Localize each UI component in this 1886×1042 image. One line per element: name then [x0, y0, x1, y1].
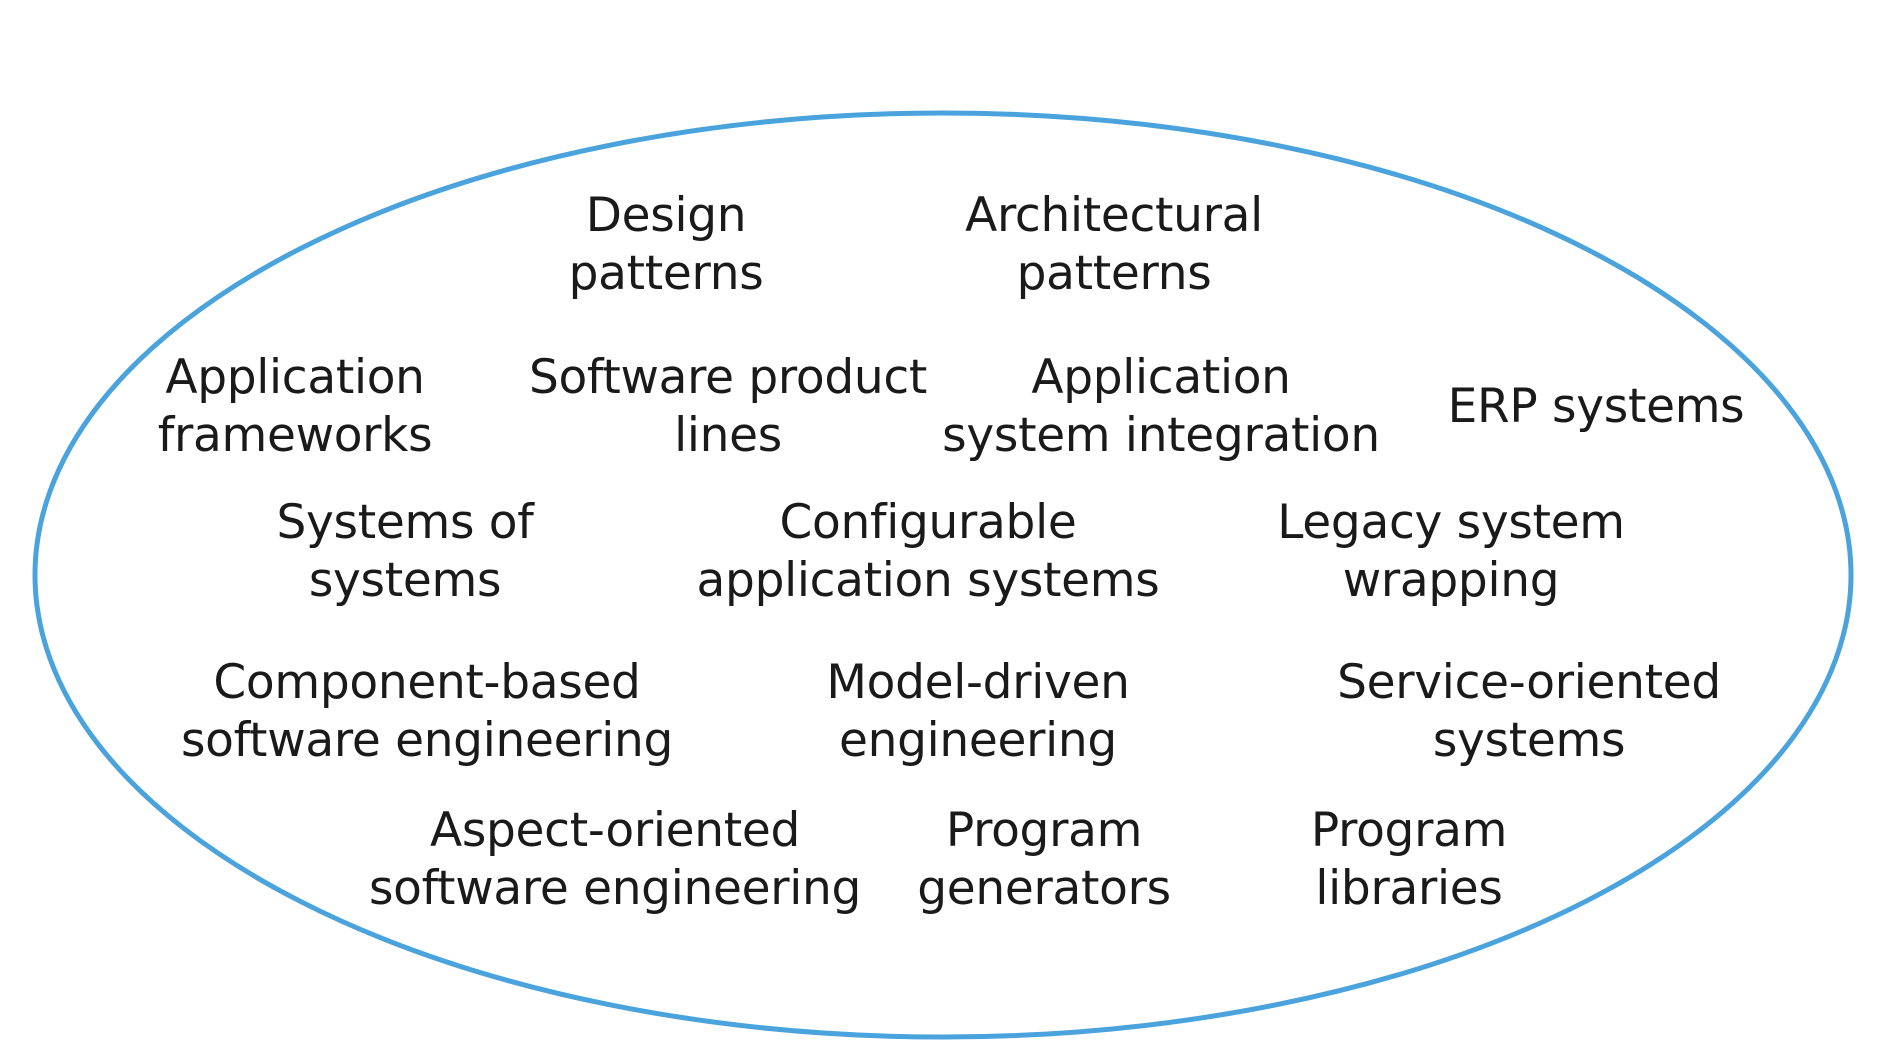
label-application-system-integration: Application system integration — [942, 349, 1380, 465]
label-line: engineering — [839, 713, 1117, 768]
label-legacy-system-wrapping: Legacy system wrapping — [1277, 494, 1625, 610]
label-line: Software product — [528, 350, 928, 405]
label-line: lines — [674, 408, 782, 463]
label-line: ERP systems — [1447, 379, 1745, 434]
label-line: Program — [945, 803, 1143, 858]
boundary-ellipse — [32, 110, 1854, 1040]
label-line: patterns — [568, 246, 764, 301]
label-service-oriented-systems: Service-oriented systems — [1337, 654, 1721, 770]
label-line: systems — [308, 553, 502, 608]
label-systems-of-systems: Systems of systems — [277, 494, 534, 610]
label-configurable-application-systems: Configurable application systems — [697, 494, 1160, 610]
label-line: software engineering — [369, 861, 861, 916]
label-line: Model-driven — [826, 655, 1130, 710]
label-line: Architectural — [965, 188, 1263, 243]
label-line: system integration — [942, 408, 1380, 463]
label-line: Program — [1310, 803, 1508, 858]
label-line: Configurable — [779, 495, 1077, 550]
label-line: Application — [1031, 350, 1291, 405]
label-component-based-software-engineering: Component-based software engineering — [181, 654, 673, 770]
label-line: patterns — [1016, 246, 1212, 301]
label-erp-systems: ERP systems — [1448, 378, 1745, 436]
label-line: wrapping — [1342, 553, 1560, 608]
label-line: systems — [1432, 713, 1626, 768]
label-line: libraries — [1315, 861, 1503, 916]
label-architectural-patterns: Architectural patterns — [965, 187, 1263, 303]
label-application-frameworks: Application frameworks — [158, 349, 433, 465]
label-line: Systems of — [276, 495, 534, 550]
label-aspect-oriented-software-engineering: Aspect-oriented software engineering — [369, 802, 861, 918]
label-line: software engineering — [181, 713, 673, 768]
label-program-libraries: Program libraries — [1310, 802, 1508, 918]
label-line: Aspect-oriented — [429, 803, 800, 858]
label-design-patterns: Design patterns — [569, 187, 764, 303]
label-line: generators — [917, 861, 1171, 916]
label-line: Component-based — [213, 655, 641, 710]
label-program-generators: Program generators — [917, 802, 1171, 918]
label-software-product-lines: Software product lines — [529, 349, 927, 465]
label-line: frameworks — [157, 408, 433, 463]
label-line: application systems — [696, 553, 1160, 608]
label-line: Legacy system — [1277, 495, 1625, 550]
label-line: Application — [165, 350, 425, 405]
label-model-driven-engineering: Model-driven engineering — [826, 654, 1130, 770]
label-line: Design — [585, 188, 747, 243]
label-line: Service-oriented — [1337, 655, 1721, 710]
